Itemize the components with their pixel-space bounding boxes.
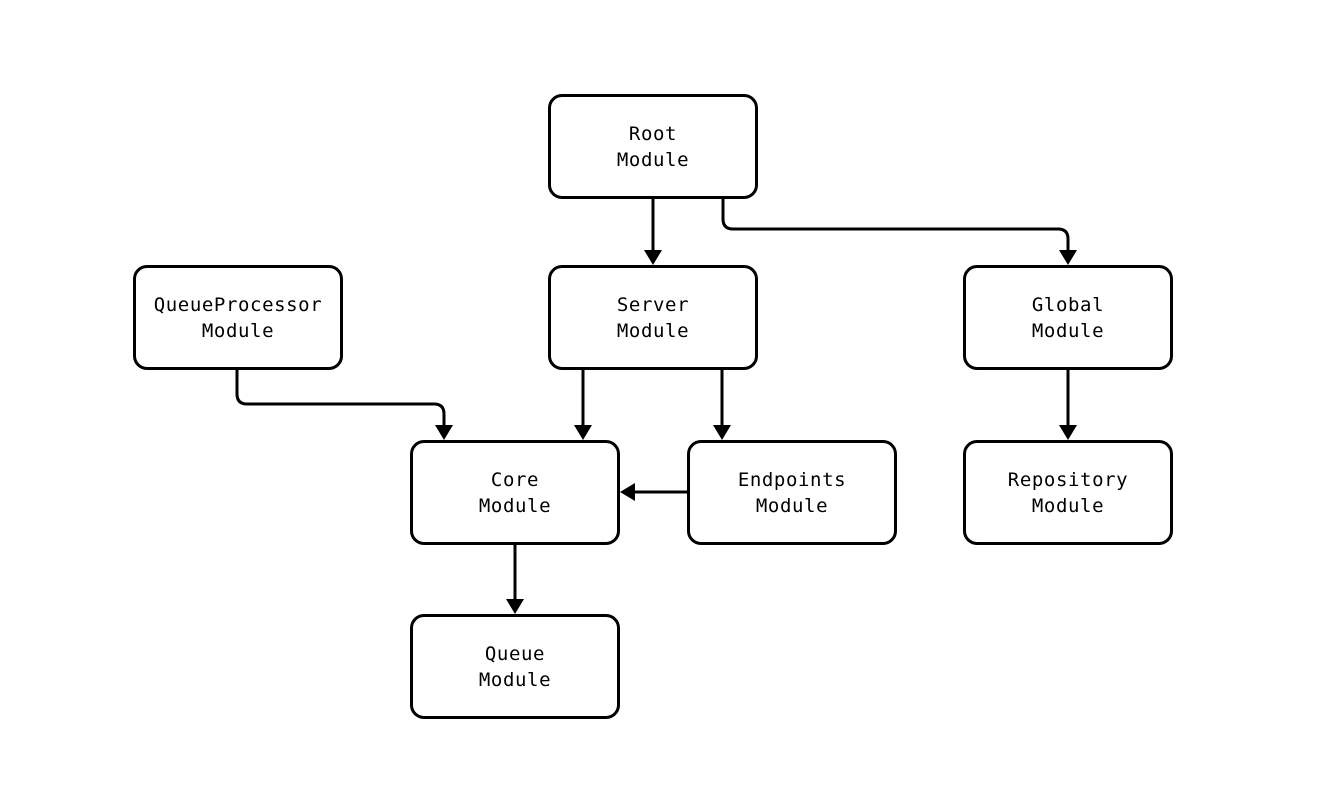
node-server[interactable]: Server Module xyxy=(548,265,758,370)
node-repository-line2: Module xyxy=(1031,494,1105,517)
node-root-line2: Module xyxy=(616,148,690,171)
arrowhead-global-repository xyxy=(1059,425,1077,440)
node-queue-line1: Queue xyxy=(484,642,546,665)
edge-queueprocessor-core xyxy=(235,370,446,425)
node-queueprocessor-line1: QueueProcessor xyxy=(153,293,323,316)
arrowhead-root-server xyxy=(644,250,662,265)
node-global-line1: Global xyxy=(1031,293,1105,316)
arrowhead-root-global xyxy=(1059,250,1077,265)
node-queue-line2: Module xyxy=(478,668,552,691)
node-server-line1: Server xyxy=(616,293,690,316)
node-global[interactable]: Global Module xyxy=(963,265,1173,370)
arrowhead-endpoints-core xyxy=(620,483,635,501)
node-root[interactable]: Root Module xyxy=(548,94,758,199)
node-repository[interactable]: Repository Module xyxy=(963,440,1173,545)
node-endpoints[interactable]: Endpoints Module xyxy=(687,440,897,545)
node-core[interactable]: Core Module xyxy=(410,440,620,545)
arrowhead-queueprocessor-core xyxy=(435,425,453,440)
node-core-line1: Core xyxy=(490,468,540,491)
node-core-line2: Module xyxy=(478,494,552,517)
node-queueprocessor[interactable]: QueueProcessor Module xyxy=(133,265,343,370)
node-endpoints-line1: Endpoints xyxy=(737,468,847,491)
node-root-line1: Root xyxy=(628,122,678,145)
edge-root-global xyxy=(721,199,1070,250)
arrowhead-core-queue xyxy=(506,599,524,614)
node-endpoints-line2: Module xyxy=(755,494,829,517)
arrowhead-server-endpoints xyxy=(713,425,731,440)
node-server-line2: Module xyxy=(616,319,690,342)
node-queue[interactable]: Queue Module xyxy=(410,614,620,719)
node-queueprocessor-line2: Module xyxy=(201,319,275,342)
node-global-line2: Module xyxy=(1031,319,1105,342)
node-repository-line1: Repository xyxy=(1007,468,1129,491)
arrowhead-server-core xyxy=(574,425,592,440)
